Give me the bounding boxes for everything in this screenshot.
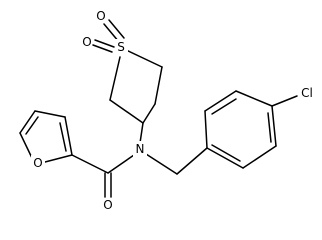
sulfur-atom-label: S (117, 40, 125, 54)
chlorine-atom-label: Cl (301, 86, 313, 100)
bond-furan-inner-2 (59, 122, 67, 152)
bond-ar5-ar6 (242, 145, 277, 169)
bond-carbonyl-furan (71, 154, 109, 174)
chemical-structure-diagram: S O O N Cl O O (19, 9, 313, 212)
bond-furan-c5-c4 (19, 110, 36, 134)
bond-ar1-ar2 (204, 110, 208, 149)
bond-s-c2 (125, 49, 163, 68)
bond-ar-inner-3 (211, 144, 241, 162)
bond-n-carbonyl (107, 154, 135, 174)
bond-s-o-left-a (94, 39, 115, 48)
bond-ar-cl (271, 95, 298, 107)
bonds (19, 19, 298, 198)
bond-c3-c4 (142, 103, 156, 124)
sulfur-label-bg (115, 39, 128, 55)
bond-s-o-left-b (92, 44, 113, 53)
bond-furan-c4-c3 (34, 110, 66, 118)
bond-s-o-top-b (108, 19, 125, 39)
atom-labels: S O O N Cl O O (31, 9, 313, 212)
bond-c4-c5 (109, 99, 144, 124)
bond-ar-inner-1 (211, 98, 237, 115)
bond-ar-inner-2 (267, 112, 272, 143)
bond-ar3-ar4 (235, 90, 273, 107)
bond-ch2-ar (176, 147, 208, 175)
bond-c2-c3 (154, 66, 163, 105)
bond-ar2-ar3 (204, 90, 237, 112)
bond-ar6-ar1 (206, 147, 244, 169)
bond-furan-inner-1 (25, 116, 39, 135)
bond-furan-o-c5 (19, 132, 33, 159)
bond-c5-s (109, 56, 121, 101)
bond-n-ch2 (145, 153, 178, 175)
nitrogen-label-bg (133, 141, 147, 157)
furan-oxygen-label-bg (31, 155, 45, 171)
sulfone-oxygen-left-label: O (82, 35, 91, 49)
furan-oxygen-label: O (33, 156, 42, 170)
amide-nitrogen-label: N (136, 142, 145, 156)
bond-furan-c2-o (44, 154, 73, 163)
bond-ar4-ar5 (271, 105, 277, 147)
sulfone-oxygen-top-label: O (96, 9, 105, 23)
bond-c4-n (139, 122, 144, 144)
bond-furan-c3-c2 (64, 116, 73, 156)
carbonyl-oxygen-label: O (103, 198, 112, 212)
